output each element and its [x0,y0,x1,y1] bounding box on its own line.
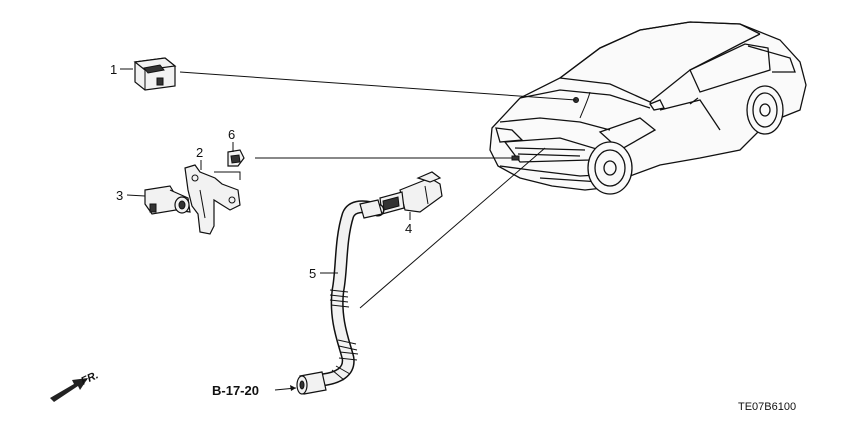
diagram-code: TE07B6100 [738,401,796,413]
part-6-clip [227,149,245,167]
part-3-sensor [144,185,191,215]
part-2-bracket [184,164,241,235]
part-5-hose [296,199,385,395]
part-4-connector [379,171,443,215]
front-label: FR. [79,369,100,387]
part-1-switch [133,57,177,91]
callout-4: 4 [405,221,412,236]
callout-5: 5 [309,266,316,281]
callout-3: 3 [116,188,123,203]
front-arrow-icon [50,378,88,402]
callout-2: 2 [196,145,203,160]
callout-1: 1 [110,62,117,77]
callout-6: 6 [228,127,235,142]
reference-label: B-17-20 [212,383,259,398]
car-illustration [489,21,807,195]
